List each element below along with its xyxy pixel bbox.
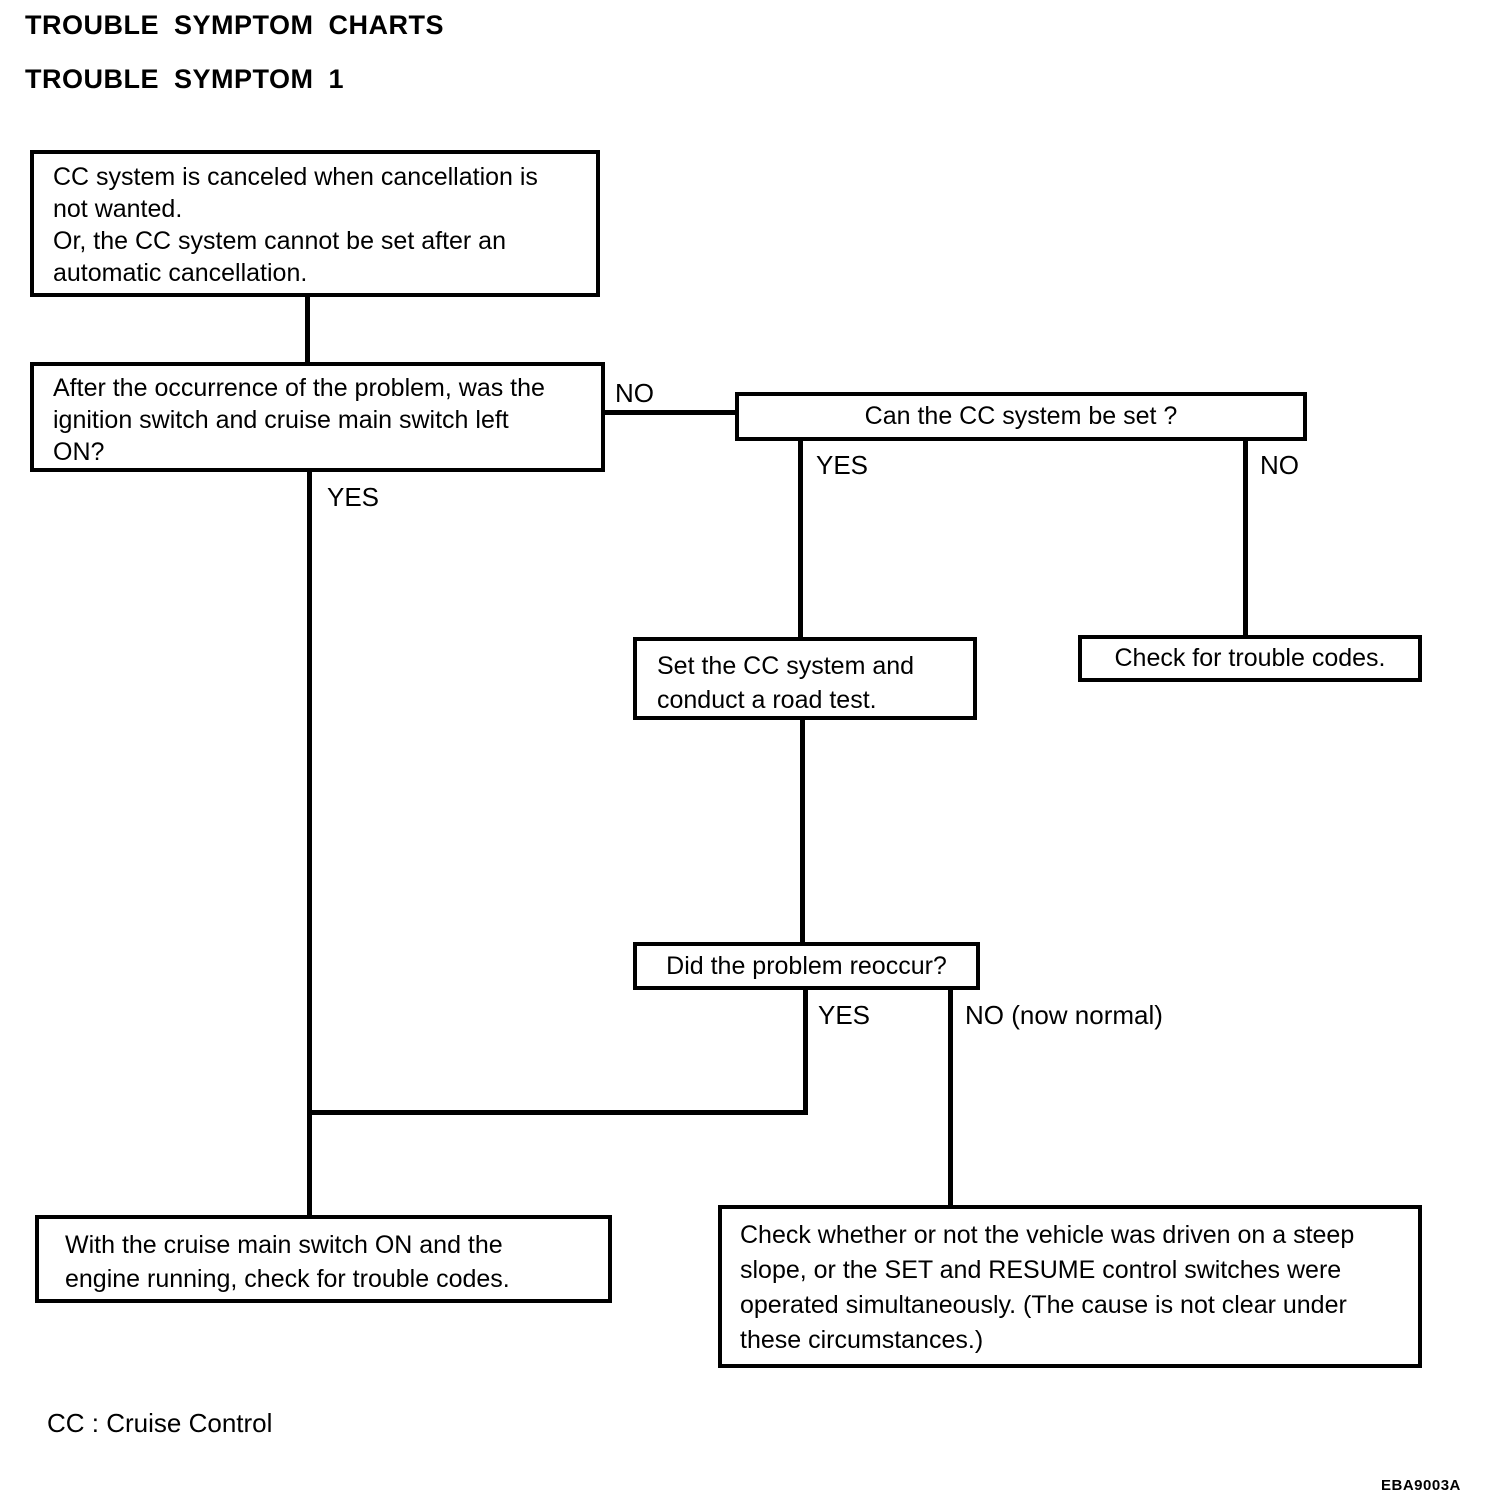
- branch-label-ignition-no: NO: [615, 378, 654, 408]
- connector-reoccur-no-vertical: [948, 988, 953, 1207]
- connector-reoccur-yes-vertical: [803, 988, 808, 1115]
- page-subtitle: TROUBLE SYMPTOM 1: [25, 64, 345, 94]
- flowchart-node-can-set-question: Can the CC system be set ?: [735, 392, 1307, 441]
- branch-label-ignition-yes: YES: [327, 482, 380, 512]
- flowchart-node-steep-slope-check: Check whether or not the vehicle was dri…: [718, 1205, 1422, 1368]
- connector-reoccur-yes-horizontal-join: [307, 1110, 808, 1115]
- connector-symptom-to-ignition-question: [305, 295, 310, 364]
- page-title: TROUBLE SYMPTOM CHARTS: [25, 10, 445, 40]
- connector-can-set-no-vertical: [1243, 437, 1248, 637]
- flowchart-node-symptom-description: CC system is canceled when cancellation …: [30, 150, 600, 297]
- figure-reference-code: EBA9003A: [1381, 1477, 1461, 1494]
- branch-label-reoccur-no-now-normal: NO (now normal): [965, 1000, 1163, 1030]
- branch-label-can-set-yes: YES: [816, 450, 869, 480]
- connector-can-set-yes-vertical: [798, 437, 803, 639]
- connector-road-test-to-reoccur: [800, 718, 805, 944]
- flowchart-node-engine-running-check-codes: With the cruise main switch ON and the e…: [35, 1215, 612, 1303]
- connector-ignition-no-horizontal: [605, 410, 739, 415]
- flowchart-node-road-test: Set the CC system and conduct a road tes…: [633, 637, 977, 720]
- flowchart-node-reoccur-question: Did the problem reoccur?: [633, 942, 980, 990]
- branch-label-reoccur-yes: YES: [818, 1000, 871, 1030]
- flowchart-node-ignition-switch-question: After the occurrence of the problem, was…: [30, 362, 605, 472]
- branch-label-can-set-no: NO: [1260, 450, 1299, 480]
- flowchart-node-check-trouble-codes: Check for trouble codes.: [1078, 635, 1422, 682]
- legend-cc-definition: CC : Cruise Control: [47, 1408, 273, 1438]
- connector-ignition-yes-vertical: [307, 470, 312, 1217]
